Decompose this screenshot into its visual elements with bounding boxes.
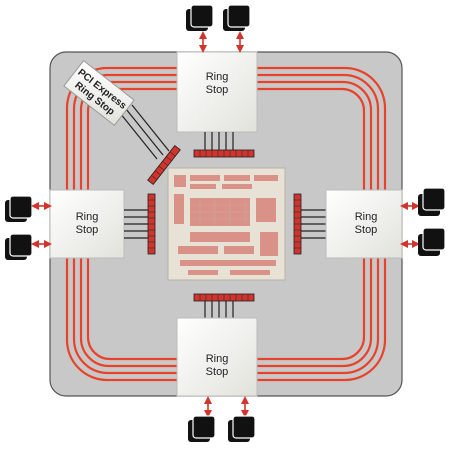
memory-chip-icon [228,415,256,442]
bus-interface-pci [147,144,181,186]
ring-stop-left-wires [124,209,148,239]
ring-stop-top-label-1: Ring [206,71,229,83]
pci-express-wires [119,104,170,160]
ring-stop-top-wires [204,132,234,150]
ring-stop-right: Ring Stop [325,189,403,259]
memory-chip-icon [5,195,33,222]
ring-stop-bottom-wires [204,301,234,318]
ring-stop-left: Ring Stop [49,189,125,259]
memory-chip-icon [186,4,214,31]
ring-stop-bottom: Ring Stop [176,317,258,397]
memory-chip-icon [5,233,33,260]
memory-chip-icon [418,227,446,256]
memory-chip-icon [188,415,216,442]
ring-stop-bottom-label-2: Stop [206,366,229,378]
ring-stop-right-label-2: Stop [355,224,378,236]
ring-stop-left-label-2: Stop [76,224,99,236]
ring-stop-top-label-2: Stop [206,84,229,96]
ring-stop-right-label-1: Ring [355,211,378,223]
core-chip [167,167,286,281]
ring-stop-right-wires [301,209,326,239]
memory-chip-icon [223,4,251,31]
ring-stop-top: Ring Stop [176,51,258,133]
ring-stop-left-label-1: Ring [76,211,99,223]
memory-chip-icon [418,187,446,216]
ring-stop-bottom-label-1: Ring [206,353,229,365]
